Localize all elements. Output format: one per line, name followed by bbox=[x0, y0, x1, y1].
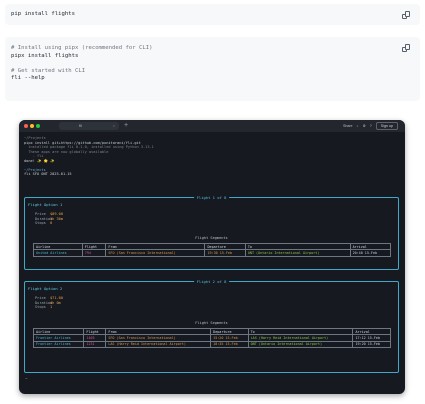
price-label: Price bbox=[35, 212, 46, 216]
flight-counter: Flight 1 of 8 bbox=[193, 195, 230, 200]
code-line: pipx install flights bbox=[11, 52, 79, 59]
from-cell: LAS (Harry Reid International Airport) bbox=[105, 340, 212, 349]
to-cell: LAS (Harry Reid International Airport) bbox=[247, 334, 354, 342]
comment-line: # Get started with CLI bbox=[11, 67, 86, 74]
stops-value: 0 bbox=[50, 221, 53, 225]
segments-title: Flight Segments bbox=[195, 236, 228, 240]
titlebar-actions: Share ⌕ ⚙ ? Sign up bbox=[343, 122, 398, 130]
airline-cell: Frontier Airlines bbox=[32, 334, 85, 342]
column-header: Arrival bbox=[352, 327, 391, 336]
prompt-path: ~/Projects bbox=[24, 167, 46, 172]
copy-icon[interactable] bbox=[402, 11, 410, 19]
tab-label: fli bbox=[79, 123, 82, 128]
close-window-button[interactable] bbox=[24, 124, 28, 128]
close-tab-icon[interactable]: × bbox=[112, 123, 115, 128]
search-icon[interactable]: ⌕ bbox=[356, 124, 359, 128]
share-button[interactable]: Share bbox=[342, 124, 353, 128]
terminal-window: fli × + Share ⌕ ⚙ ? Sign up ~/Projects p… bbox=[19, 120, 405, 394]
pip-command: pip install flights bbox=[11, 11, 75, 17]
minimize-window-button[interactable] bbox=[30, 124, 34, 128]
command-line: fli SFO ONT 2025-01-15 bbox=[24, 172, 72, 177]
stops-value: 1 bbox=[50, 305, 53, 309]
copy-icon[interactable] bbox=[402, 44, 410, 52]
flight-summary: Price $89.00 Duration1h 30m Stops 0 bbox=[35, 212, 63, 226]
departure-cell: 18:35 15-Feb bbox=[210, 340, 249, 349]
settings-icon[interactable]: ⚙ bbox=[362, 124, 366, 128]
terminal-output: ~/Projects pipx install git+https://gith… bbox=[24, 136, 400, 177]
column-header: Departure bbox=[210, 327, 249, 336]
output-line: - fli bbox=[24, 154, 44, 159]
segments-table: Airline Flight From Departure To Arrival… bbox=[33, 242, 392, 257]
output-line: done! ✨ 🌟 ✨ bbox=[24, 158, 55, 163]
column-header: Airline bbox=[32, 327, 85, 336]
install-pipx-code-block: # Install using pipx (recommended for CL… bbox=[5, 37, 420, 101]
airline-cell: United Airlines bbox=[33, 249, 83, 257]
to-cell: ONT (Ontario International Airport) bbox=[247, 340, 354, 349]
stops-label: Stops bbox=[35, 305, 46, 309]
flight-panel: Flight 2 of 8 Flight Option 2 Price $71.0… bbox=[24, 279, 399, 373]
departure-cell: 19:30 15-Feb bbox=[204, 249, 246, 257]
flight-cell: 794 bbox=[81, 249, 107, 257]
terminal-titlebar: fli × + Share ⌕ ⚙ ? Sign up bbox=[19, 120, 405, 132]
flight-option-title: Flight Option 1 bbox=[28, 202, 63, 207]
install-pip-code-block: pip install flights bbox=[5, 4, 420, 25]
duration-value: 1h 30m bbox=[50, 216, 63, 221]
segments-title: Flight Segments bbox=[195, 321, 228, 325]
comment-line: # Install using pipx (recommended for CL… bbox=[11, 45, 153, 51]
arrival-cell: 20:40 15-Feb bbox=[349, 249, 392, 257]
column-header: To bbox=[247, 327, 354, 336]
flight-counter: Flight 2 of 8 bbox=[193, 279, 230, 284]
table-row: Frontier Airlines 1231 LAS (Harry Reid I… bbox=[32, 340, 391, 349]
airline-cell: Frontier Airlines bbox=[32, 340, 85, 349]
flight-panel: Flight 1 of 8 Flight Option 1 Price $89.0… bbox=[24, 195, 399, 270]
arrival-cell: 17:12 15-Feb bbox=[352, 334, 391, 342]
table-row: Frontier Airlines 1403 SFO (San Francisc… bbox=[32, 334, 391, 342]
duration-value: 4h 0m bbox=[50, 300, 61, 305]
zoom-window-button[interactable] bbox=[36, 124, 40, 128]
tab-fli[interactable]: fli × bbox=[59, 122, 119, 130]
signup-button[interactable]: Sign up bbox=[375, 122, 398, 130]
to-cell: ONT (Ontario International Airport) bbox=[244, 249, 351, 257]
help-icon[interactable]: ? bbox=[369, 124, 372, 128]
flight-option-title: Flight Option 2 bbox=[28, 286, 63, 291]
output-line: These apps are now globally available bbox=[24, 149, 109, 154]
code-line: fli --help bbox=[11, 75, 45, 82]
duration-label: Duration bbox=[35, 300, 53, 305]
segments-table: Airline Flight From Departure To Arrival… bbox=[32, 327, 391, 349]
flight-summary: Price $71.00 Duration4h 0m Stops 1 bbox=[35, 296, 63, 310]
arrival-cell: 19:20 15-Feb bbox=[352, 340, 391, 349]
from-cell: SFO (San Francisco International) bbox=[105, 249, 206, 257]
output-line: installed package fli 0.1.0, installed u… bbox=[24, 145, 154, 150]
pipx-code: # Install using pipx (recommended for CL… bbox=[11, 45, 152, 83]
flight-cell: 1231 bbox=[83, 340, 107, 349]
price-label: Price bbox=[35, 296, 46, 300]
command-line: pipx install git+https://github.com/puni… bbox=[24, 140, 141, 145]
new-tab-button[interactable]: + bbox=[124, 122, 129, 129]
stops-label: Stops bbox=[35, 221, 46, 225]
price-value: $71.00 bbox=[50, 296, 63, 300]
terminal-cursor[interactable]: ~ bbox=[25, 376, 28, 381]
table-row: United Airlines 794 SFO (San Francisco I… bbox=[33, 249, 392, 257]
duration-label: Duration bbox=[35, 216, 53, 221]
prompt-path: ~/Projects bbox=[24, 136, 46, 140]
price-value: $89.00 bbox=[50, 212, 63, 216]
departure-cell: 15:20 15-Feb bbox=[210, 334, 249, 342]
